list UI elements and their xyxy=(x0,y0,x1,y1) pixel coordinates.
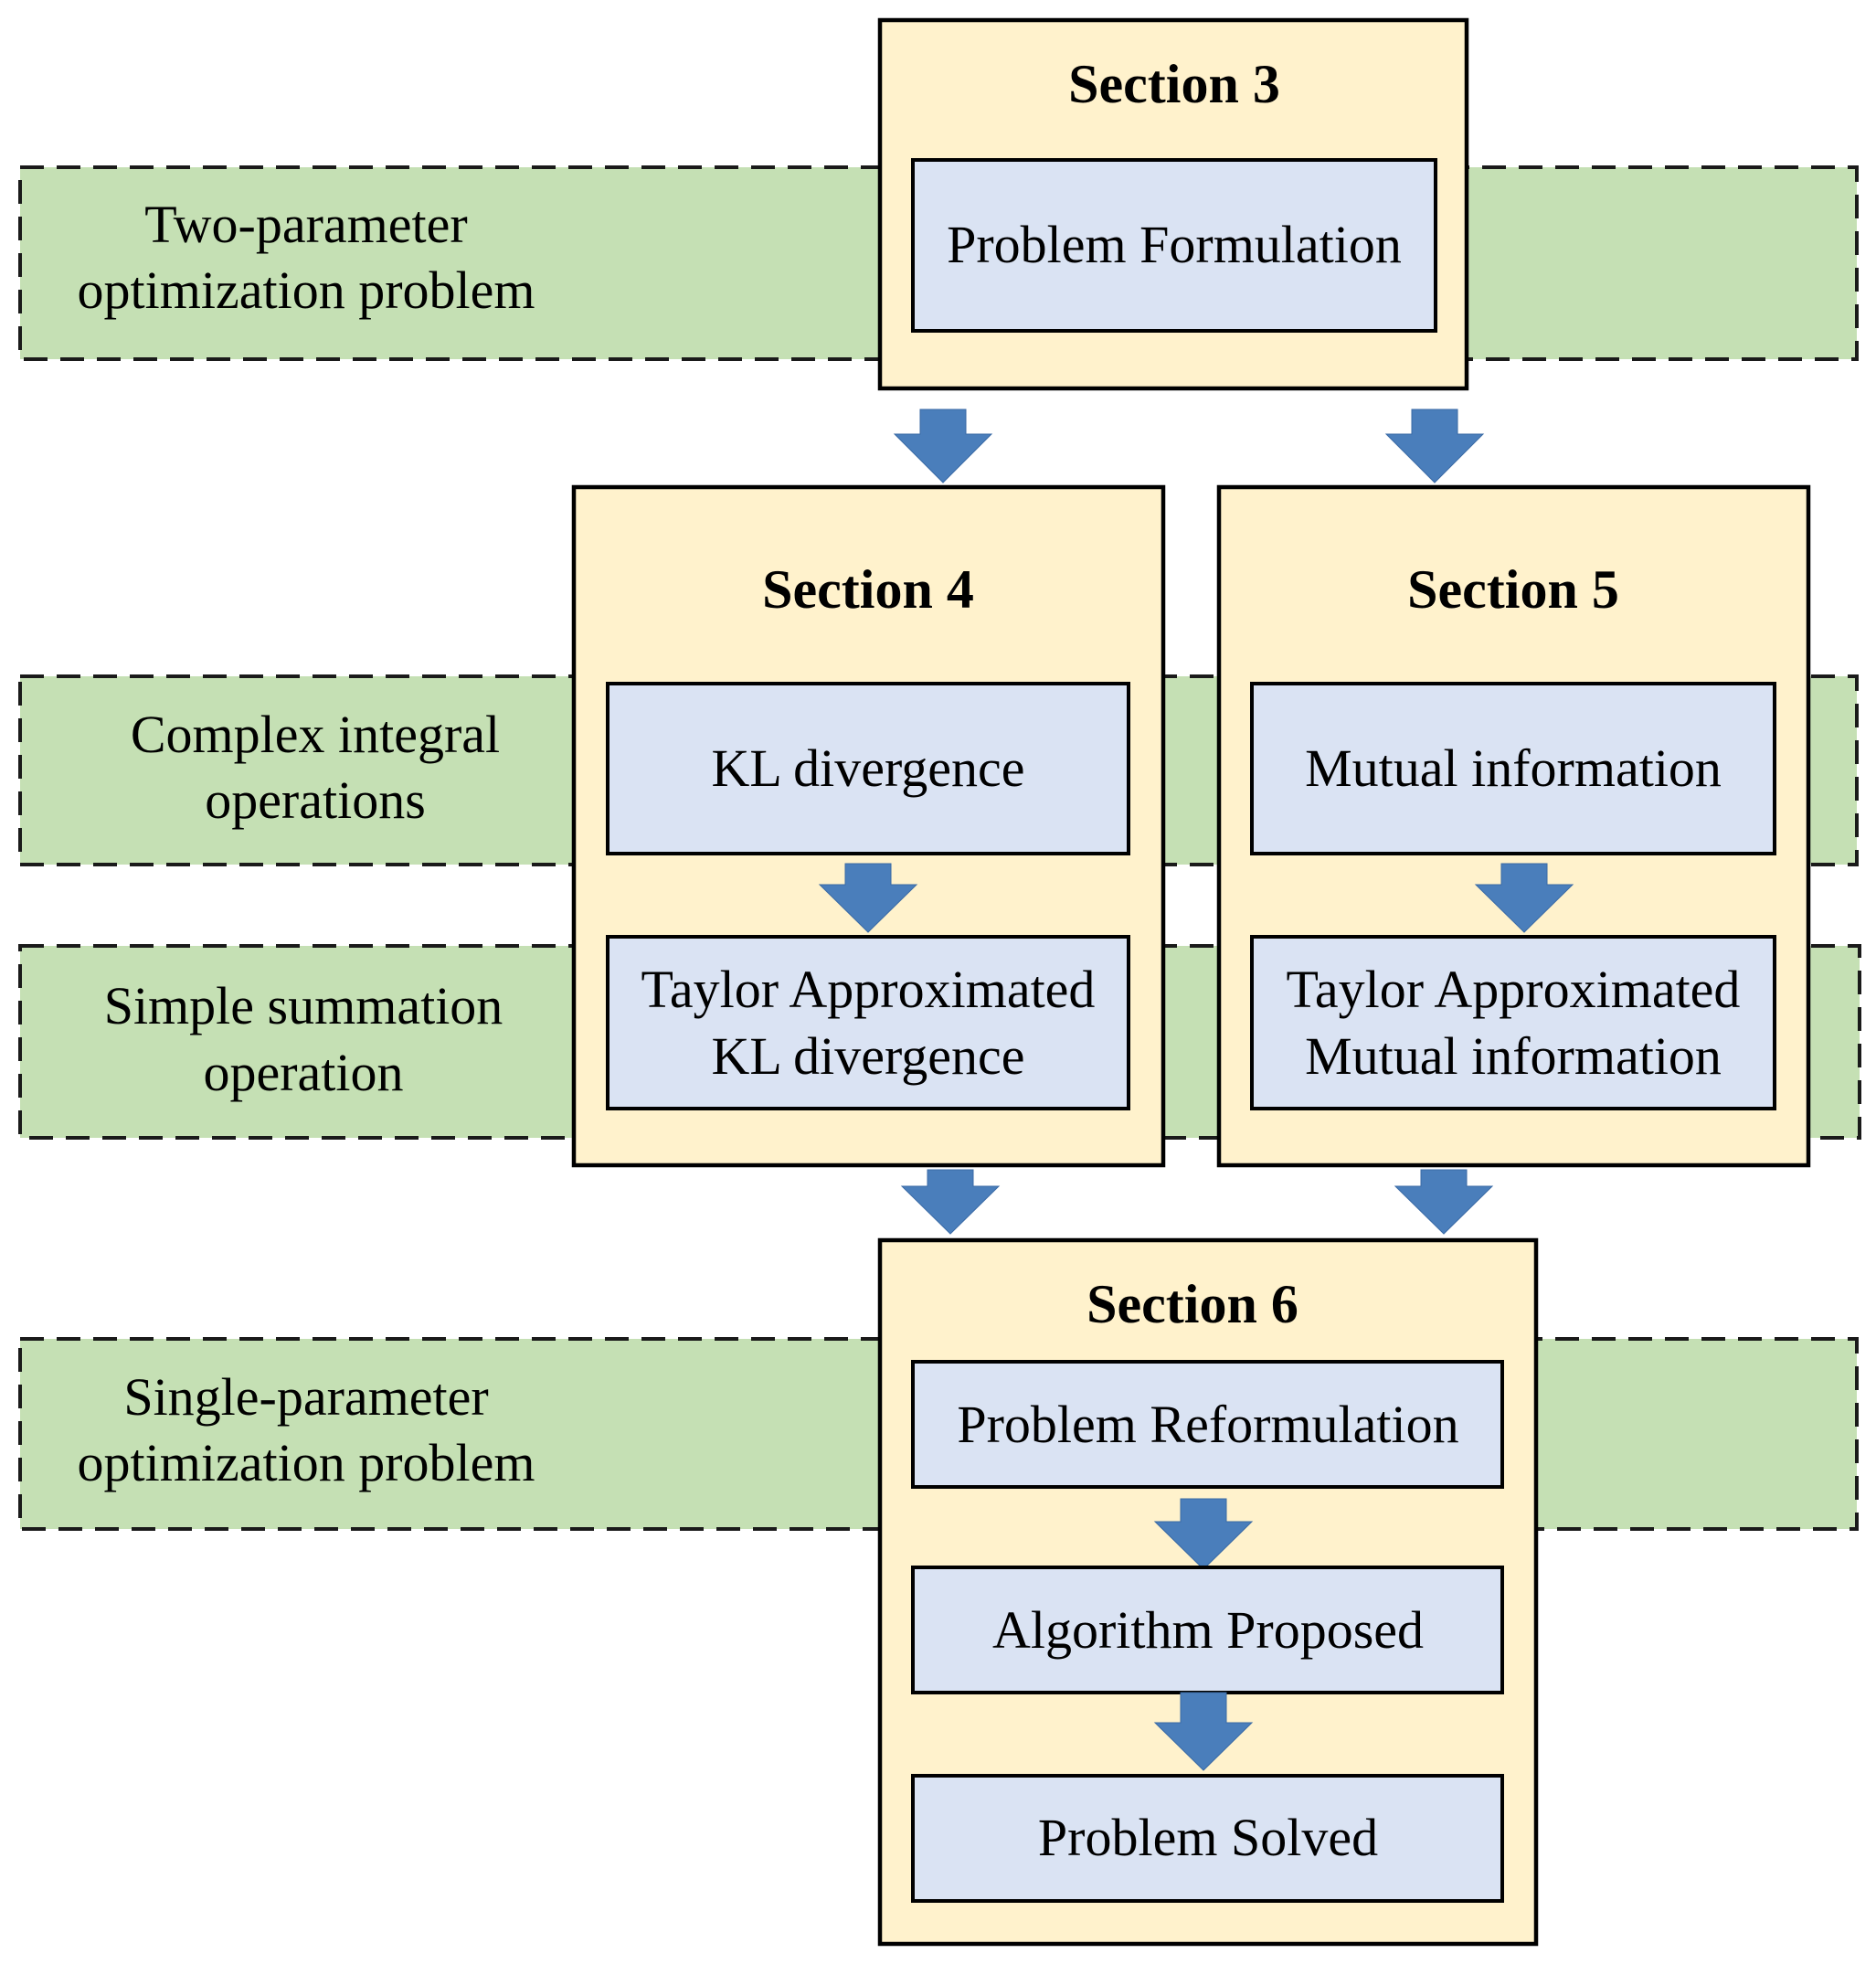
section-4-title: Section 4 xyxy=(762,559,974,620)
mutual-information-label: Mutual information xyxy=(1305,738,1722,798)
section-4: Section 4 KL divergence Taylor Approxima… xyxy=(571,484,1166,1168)
taylor-mutual-information-box xyxy=(1250,935,1776,1110)
problem-reformulation-box xyxy=(911,1360,1504,1489)
taylor-mutual-information-label-line2: Mutual information xyxy=(1305,1026,1722,1086)
section-3: Section 3 Problem Formulation xyxy=(877,17,1469,391)
problem-formulation-label: Problem Formulation xyxy=(947,215,1402,274)
band-simple-summation-line1: Simple summation xyxy=(104,976,503,1035)
taylor-mutual-information-label-line1: Taylor Approximated xyxy=(1287,960,1741,1019)
kl-divergence-label: KL divergence xyxy=(711,738,1024,798)
arrow-down-icon xyxy=(1153,1692,1254,1771)
problem-reformulation-label: Problem Reformulation xyxy=(957,1395,1458,1454)
problem-formulation-box xyxy=(911,158,1437,333)
problem-solved-label: Problem Solved xyxy=(1038,1808,1378,1867)
section-6-title: Section 6 xyxy=(1086,1274,1298,1334)
kl-divergence-box xyxy=(606,682,1130,855)
section-5: Section 5 Mutual information Taylor Appr… xyxy=(1216,484,1811,1168)
mutual-information-box xyxy=(1250,682,1776,855)
band-simple-summation-line2: operation xyxy=(203,1043,403,1102)
band-single-parameter-line1: Single-parameter xyxy=(123,1367,488,1427)
arrow-down-icon xyxy=(1384,409,1485,483)
taylor-kl-label-line2: KL divergence xyxy=(711,1026,1024,1086)
band-two-parameter-line2: optimization problem xyxy=(78,260,535,320)
section-6: Section 6 Problem Reformulation Algorith… xyxy=(877,1237,1539,1947)
arrow-down-icon xyxy=(1153,1498,1254,1570)
taylor-kl-label-line1: Taylor Approximated xyxy=(641,960,1096,1019)
arrow-down-icon xyxy=(900,1169,1001,1235)
arrow-down-icon xyxy=(818,863,918,933)
algorithm-proposed-label: Algorithm Proposed xyxy=(992,1600,1424,1660)
band-complex-integral-line2: operations xyxy=(205,770,426,830)
section-3-title: Section 3 xyxy=(1068,54,1280,114)
problem-solved-box xyxy=(911,1774,1504,1903)
band-two-parameter-line1: Two-parameter xyxy=(144,195,467,254)
arrow-down-icon xyxy=(1474,863,1574,933)
arrow-down-icon xyxy=(893,409,993,483)
band-complex-integral-line1: Complex integral xyxy=(131,705,500,764)
taylor-kl-box xyxy=(606,935,1130,1110)
band-single-parameter-line2: optimization problem xyxy=(78,1433,535,1492)
arrow-down-icon xyxy=(1394,1169,1494,1235)
section-5-title: Section 5 xyxy=(1407,559,1619,620)
algorithm-proposed-box xyxy=(911,1566,1504,1694)
